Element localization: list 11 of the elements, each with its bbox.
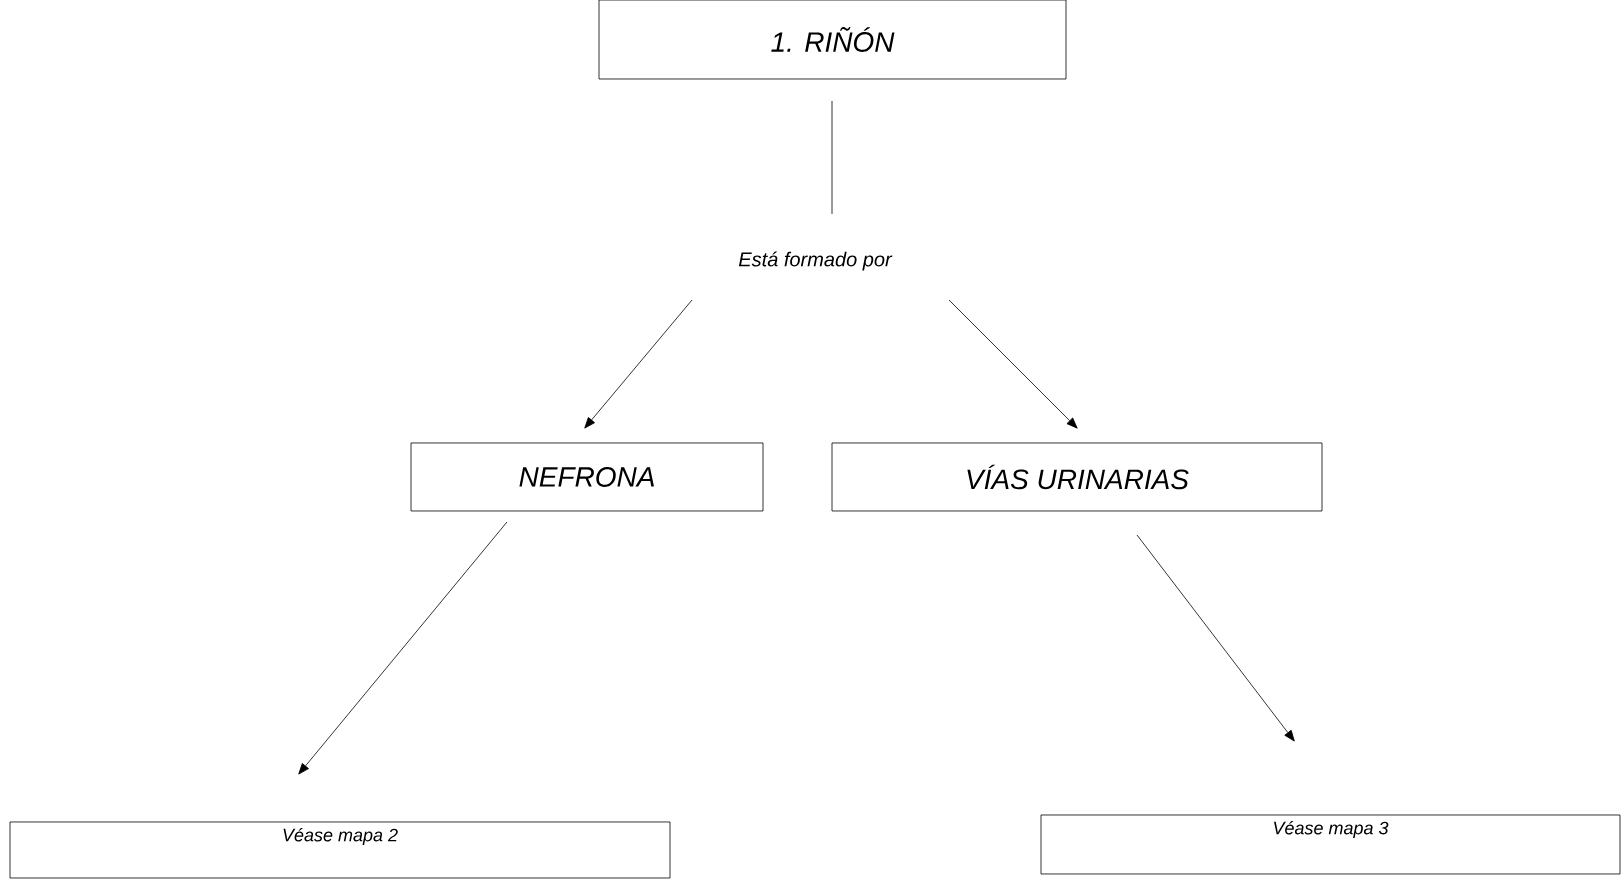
arrow: [948, 299, 1078, 429]
concept-box: VÍAS URINARIAS: [831, 442, 1323, 512]
connector-line: [831, 100, 833, 215]
arrow: [584, 299, 693, 429]
arrow: [298, 521, 508, 775]
arrow: [1136, 534, 1295, 742]
concept-box: Véase mapa 3: [1040, 814, 1621, 875]
concept-box: Véase mapa 2: [9, 821, 671, 879]
concept-box: 1. RIÑÓN: [598, 0, 1067, 80]
linking-phrase: Está formado por: [738, 251, 893, 271]
concept-box: NEFRONA: [410, 442, 764, 512]
